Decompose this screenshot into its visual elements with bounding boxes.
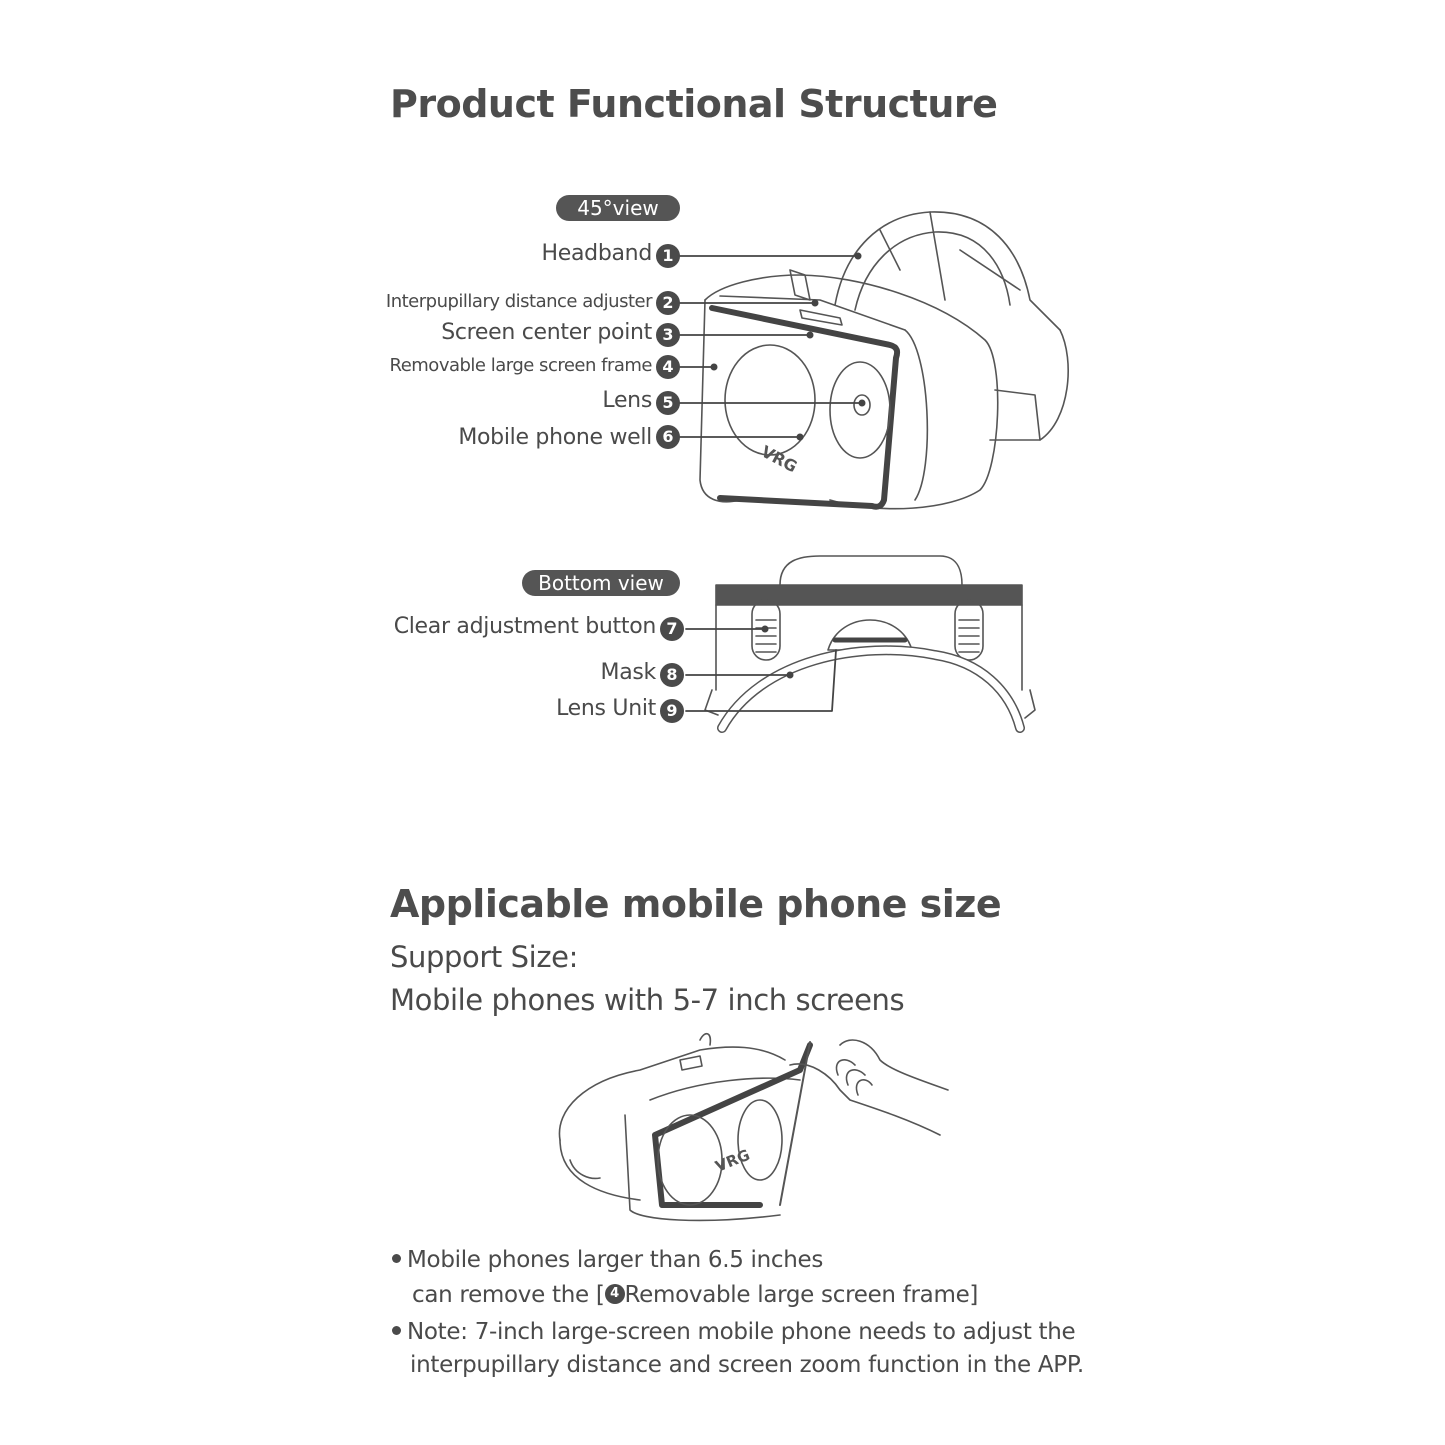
note-1-line-1: Mobile phones larger than 6.5 inches: [407, 1247, 824, 1273]
bullet-dot: [392, 1254, 401, 1263]
note-2-line-1: Note: 7-inch large-screen mobile phone n…: [407, 1319, 1076, 1345]
part-number-5: 5: [656, 391, 680, 415]
part-label-phone-well: Mobile phone well: [458, 425, 652, 450]
part-label-lens-unit: Lens Unit: [556, 696, 656, 721]
note-2-continuation: interpupillary distance and screen zoom …: [410, 1348, 1084, 1382]
leader-lines: [679, 255, 863, 712]
section-title-structure: Product Functional Structure: [390, 82, 998, 126]
note-1-line-2-post: Removable large screen frame]: [624, 1282, 979, 1308]
bullet-dot: [392, 1326, 401, 1335]
support-size-value: Mobile phones with 5-7 inch screens: [390, 983, 905, 1017]
part-label-screen-center: Screen center point: [441, 320, 652, 345]
part-number-6: 6: [656, 425, 680, 449]
part-number-1: 1: [656, 244, 680, 268]
headset-45-view: [699, 211, 1069, 510]
note-1-line-2-pre: can remove the [: [412, 1282, 605, 1308]
note-1: Mobile phones larger than 6.5 inches: [392, 1243, 823, 1277]
part-label-clear-adjust-button: Clear adjustment button: [393, 614, 657, 639]
part-label-removable-frame: Removable large screen frame: [389, 355, 653, 376]
section-title-phone-size: Applicable mobile phone size: [390, 882, 1002, 926]
part-number-2: 2: [656, 291, 680, 315]
part-number-3: 3: [656, 323, 680, 347]
support-size-heading: Support Size:: [390, 940, 578, 974]
phone-insertion-illustration: [558, 1032, 949, 1222]
part-label-ipd-adjuster: Interpupillary distance adjuster: [385, 291, 653, 312]
inline-number-4: 4: [604, 1283, 625, 1304]
note-2-line-2: interpupillary distance and screen zoom …: [410, 1352, 1084, 1378]
part-number-4: 4: [656, 355, 680, 379]
leader-dots: [710, 252, 866, 679]
part-label-mask: Mask: [600, 660, 657, 685]
bottom-view-badge: Bottom view: [522, 570, 680, 596]
headset-bottom-view: [704, 555, 1036, 733]
part-label-headband: Headband: [541, 241, 653, 266]
note-2: Note: 7-inch large-screen mobile phone n…: [392, 1315, 1076, 1349]
part-number-9: 9: [660, 699, 684, 723]
part-number-7: 7: [660, 617, 684, 641]
part-label-lens: Lens: [602, 388, 652, 413]
part-number-8: 8: [660, 663, 684, 687]
view-45-badge: 45°view: [556, 195, 680, 221]
